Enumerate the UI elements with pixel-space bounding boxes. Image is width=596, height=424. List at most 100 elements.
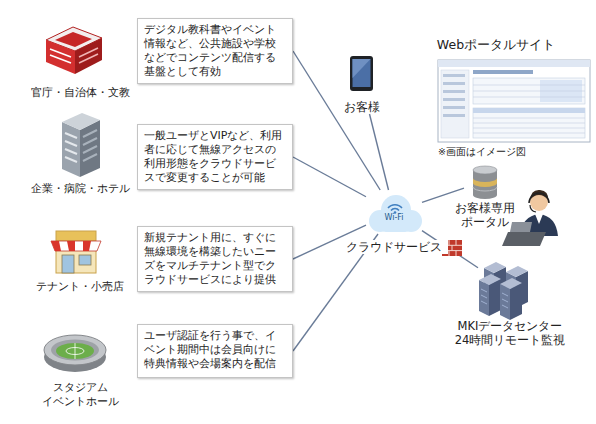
connector-line — [293, 157, 366, 197]
operator-icon — [530, 193, 548, 211]
operator-icon — [530, 205, 536, 212]
shop-icon — [83, 241, 91, 251]
database-icon — [473, 166, 497, 199]
office-building-icon — [83, 146, 97, 153]
tablet-icon — [353, 59, 371, 78]
cloud-icon — [391, 209, 399, 211]
stadium-icon — [56, 343, 94, 359]
sector-label: スタジアム イベントホール — [32, 381, 128, 409]
operator-icon — [502, 232, 546, 246]
government-building-icon — [50, 55, 71, 63]
cloud-label: クラウドサービス — [340, 240, 448, 254]
office-building-icon — [62, 122, 80, 177]
government-building-icon — [79, 54, 98, 63]
shop-icon — [79, 255, 91, 265]
sector-icon-box: 官庁・自治体・文教 — [16, 22, 144, 102]
office-building-icon — [62, 113, 100, 177]
database-icon — [473, 187, 497, 191]
server-rack-icon — [479, 262, 528, 320]
image-note: ※画面はイメージ図 — [438, 145, 588, 159]
description-text: デジタル教科書やイベント情報など、公共施設や学校などでコンテンツ配信する基盤とし… — [138, 19, 292, 83]
tablet-icon — [350, 56, 373, 91]
portal-screenshot — [443, 114, 465, 117]
description-box: ユーザ認証を行う事で、イベント期間中は会員向けに特典情報や会場案内を配信 — [137, 324, 293, 378]
database-icon — [473, 178, 497, 187]
portal-screenshot — [443, 74, 465, 77]
firewall-icon — [452, 245, 453, 250]
portal-server-label: お客様専用 ポータル — [452, 201, 518, 229]
office-building-icon — [65, 149, 77, 154]
description-text: 一般ユーザとVIPなど、利用者に応じて無線アクセスの利用形態をクラウドサービスで… — [138, 125, 292, 189]
stadium-icon — [51, 340, 99, 361]
shop-icon — [56, 249, 96, 273]
firewall-icon — [449, 251, 450, 256]
portal-screen: Webポータルサイト※画面はイメージ図 — [436, 36, 592, 156]
device-label: お客様 — [338, 100, 386, 114]
government-building-icon — [46, 27, 102, 74]
shop-icon — [62, 255, 74, 273]
portal-screenshot — [438, 60, 590, 142]
cloud-service: Wi-Fiクラウドサービス — [366, 190, 422, 234]
portal-screenshot — [438, 60, 590, 67]
data-center: MKIデータセンター 24時間リモート監視 — [478, 262, 542, 316]
shop-icon — [51, 241, 101, 251]
portal-screenshot — [441, 70, 469, 138]
portal-screenshot — [443, 106, 465, 109]
portal-screenshot — [473, 70, 533, 74]
portal-screenshot — [473, 85, 585, 86]
government-building-icon — [75, 38, 102, 74]
connector-line — [293, 51, 380, 190]
description-text: ユーザ認証を行う事で、イベント期間中は会員向けに特典情報や会場案内を配信 — [138, 325, 292, 375]
operator-icon — [535, 214, 543, 224]
operator-icon — [502, 190, 558, 246]
cloud-icon — [388, 205, 402, 208]
portal-server: お客様専用 ポータル — [464, 164, 506, 198]
tablet-icon — [353, 59, 371, 87]
sector-icon-box: スタジアム イベントホール — [32, 322, 128, 412]
office-building-icon — [80, 120, 100, 177]
database-icon — [473, 166, 497, 174]
sector-label: テナント・小売店 — [16, 280, 144, 294]
shop-icon — [51, 241, 61, 251]
portal-screenshot — [473, 91, 585, 92]
portal-screenshot — [443, 90, 465, 93]
description-text: 新規テナント用に、すぐに無線環境を構築したいニーズをマルチテナント型でクラウドサ… — [138, 227, 292, 291]
office-building-icon — [83, 154, 97, 161]
sector-icon-box: 企業・病院・ホテル — [16, 106, 144, 196]
portal-screenshot — [473, 128, 585, 129]
government-building-icon — [55, 32, 92, 47]
government-building-icon — [46, 40, 75, 74]
sector-label: 企業・病院・ホテル — [16, 182, 144, 196]
connector-group — [293, 51, 478, 351]
portal-screenshot — [443, 82, 465, 85]
tablet-icon — [350, 56, 373, 91]
server-rack-icon — [479, 274, 501, 316]
office-building-icon — [83, 138, 97, 145]
server-rack-icon — [500, 278, 522, 320]
portal-screenshot — [473, 108, 585, 113]
office-building-icon — [62, 113, 100, 130]
shop-icon — [56, 231, 96, 241]
portal-screenshot — [473, 108, 585, 138]
operator-icon — [529, 193, 549, 203]
portal-screenshot — [473, 97, 585, 98]
firewall-icon — [449, 240, 450, 245]
stadium-icon — [75, 343, 76, 359]
firewall-icon — [456, 251, 457, 256]
portal-screenshot — [438, 60, 590, 142]
sector-label: 官庁・自治体・文教 — [16, 86, 144, 100]
firewall-icon — [456, 240, 457, 245]
wifi-label: Wi-Fi — [366, 213, 422, 223]
stadium-icon — [44, 335, 106, 372]
client-device: お客様 — [338, 54, 386, 114]
description-box: 新規テナント用に、すぐに無線環境を構築したいニーズをマルチテナント型でクラウドサ… — [137, 226, 293, 292]
sector-icon-box: テナント・小売店 — [16, 222, 144, 296]
portal-screenshot — [473, 133, 585, 134]
description-box: 一般ユーザとVIPなど、利用者に応じて無線アクセスの利用形態をクラウドサービスで… — [137, 124, 293, 190]
portal-screenshot — [473, 78, 585, 104]
connector-line — [422, 188, 464, 202]
office-building-icon — [65, 157, 77, 162]
stadium-icon — [44, 335, 106, 365]
